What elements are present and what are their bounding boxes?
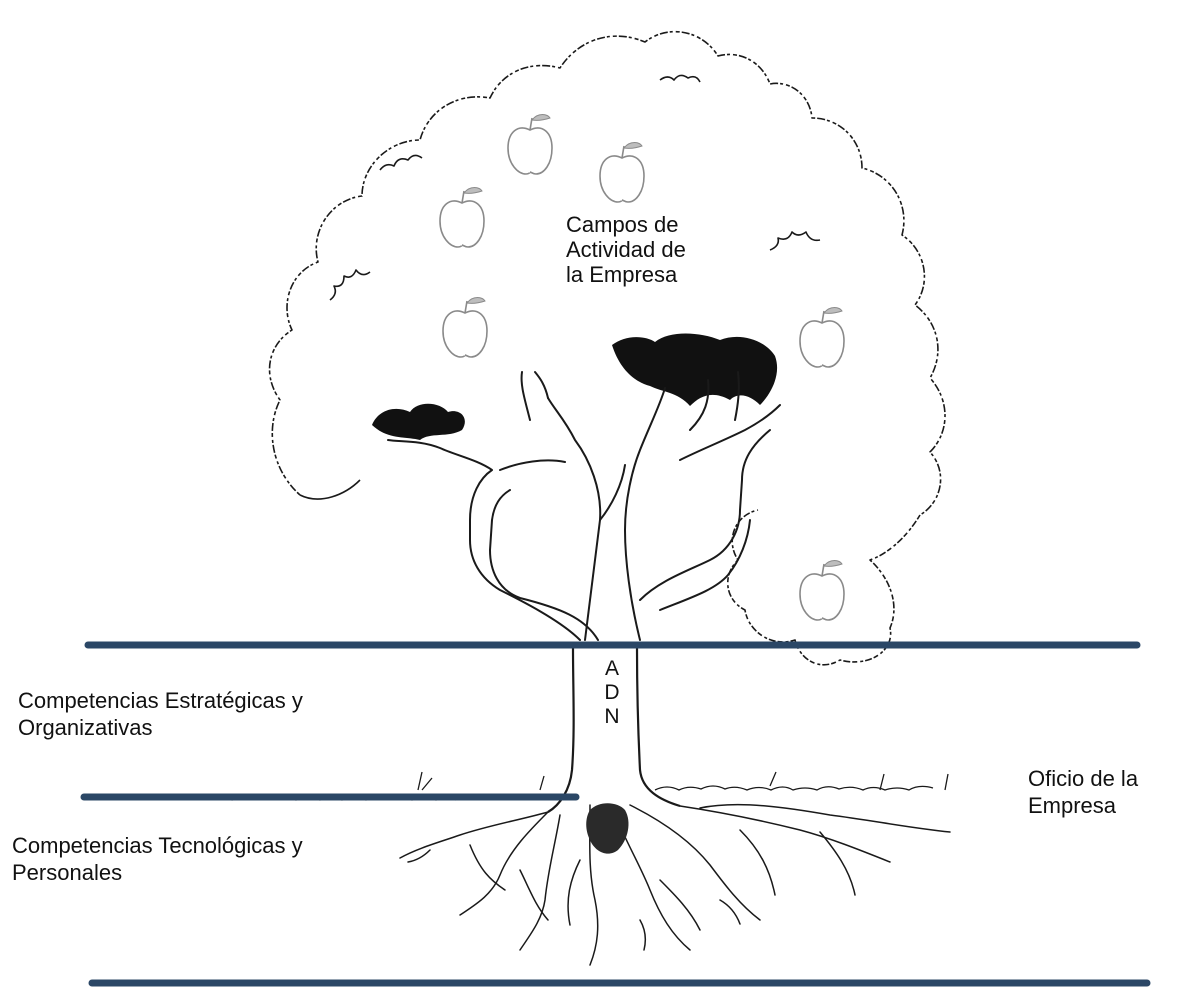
apple-icon — [440, 188, 484, 248]
label-line: Oficio de la — [1028, 765, 1138, 792]
apple-icon — [508, 115, 552, 175]
label-line: la Empresa — [566, 262, 686, 287]
competencias-tecnologicas-label: Competencias Tecnológicas y Personales — [12, 832, 303, 886]
campos-actividad-label: Campos de Actividad de la Empresa — [566, 212, 686, 287]
label-line: Actividad de — [566, 237, 686, 262]
root-mass — [586, 803, 628, 853]
foliage-clumps — [372, 334, 777, 441]
label-letter: A — [597, 657, 627, 681]
label-line: Campos de — [566, 212, 686, 237]
apple-icon — [800, 561, 844, 621]
label-line: Personales — [12, 859, 303, 886]
label-line: Competencias Tecnológicas y — [12, 832, 303, 859]
label-line: Competencias Estratégicas y — [18, 687, 303, 714]
label-letter: D — [597, 681, 627, 705]
roots — [400, 805, 950, 965]
adn-label: A D N — [597, 657, 627, 729]
apple-icon — [800, 308, 844, 368]
apple-icon — [443, 298, 487, 358]
label-line: Organizativas — [18, 714, 303, 741]
competencias-estrategicas-label: Competencias Estratégicas y Organizativa… — [18, 687, 303, 741]
apple-icon — [600, 143, 644, 203]
oficio-empresa-label: Oficio de la Empresa — [1028, 765, 1138, 819]
label-line: Empresa — [1028, 792, 1138, 819]
label-letter: N — [597, 705, 627, 729]
